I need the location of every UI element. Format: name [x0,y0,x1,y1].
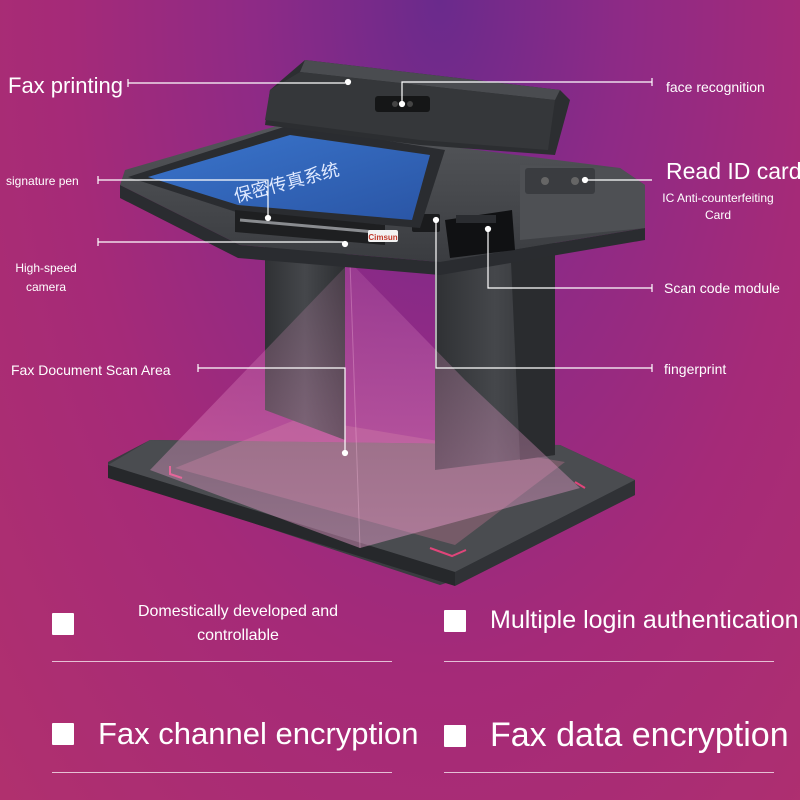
fax-printing-label: Fax printing [8,73,123,98]
divider [52,661,392,662]
ic-card-label-line1: IC Anti-counterfeiting [662,191,774,205]
feature-item-domestic: Domestically developed and controllable [52,600,368,648]
feature-login-text: Multiple login authentication [490,606,799,634]
divider [52,772,392,773]
high-speed-camera-line2: camera [25,280,66,294]
divider [444,772,774,773]
feature-data-encryption-text: Fax data encryption [490,716,789,754]
screen [148,135,430,220]
feature-channel-encryption-text: Fax channel encryption [98,716,419,751]
feature-item-channel-encryption: Fax channel encryption [52,716,419,752]
fingerprint-label: fingerprint [664,361,727,377]
face-recognition-label: face recognition [666,79,765,95]
scan-code-module-label: Scan code module [664,280,780,296]
scan-beam [150,262,580,548]
feature-domestic-line1: Domestically developed and [137,603,339,620]
feature-domestic-text: Domestically developed and controllable [108,600,368,648]
read-id-card-label: Read ID card [666,158,800,184]
ic-card-label-line2: Card [704,208,731,222]
ic-card-label: IC Anti-counterfeiting Card [658,190,778,224]
feature-item-data-encryption: Fax data encryption [444,716,789,755]
feature-domestic-line2: controllable [197,627,279,644]
fax-scan-area-label: Fax Document Scan Area [11,362,171,378]
signature-pen-label: signature pen [6,174,79,188]
high-speed-camera-line1: High-speed [15,261,77,275]
brand-badge [368,230,398,242]
checkbox-icon [444,609,466,632]
brand-badge-text: Cimsun [368,233,397,242]
high-speed-camera-label: High-speed camera [6,259,86,297]
feature-item-login: Multiple login authentication [444,606,799,635]
checkbox-icon [444,724,466,747]
id-card-reader [525,168,595,194]
callout-lines [97,78,653,457]
checkbox-icon [52,723,74,745]
checkbox-icon [52,613,74,635]
divider [444,661,774,662]
